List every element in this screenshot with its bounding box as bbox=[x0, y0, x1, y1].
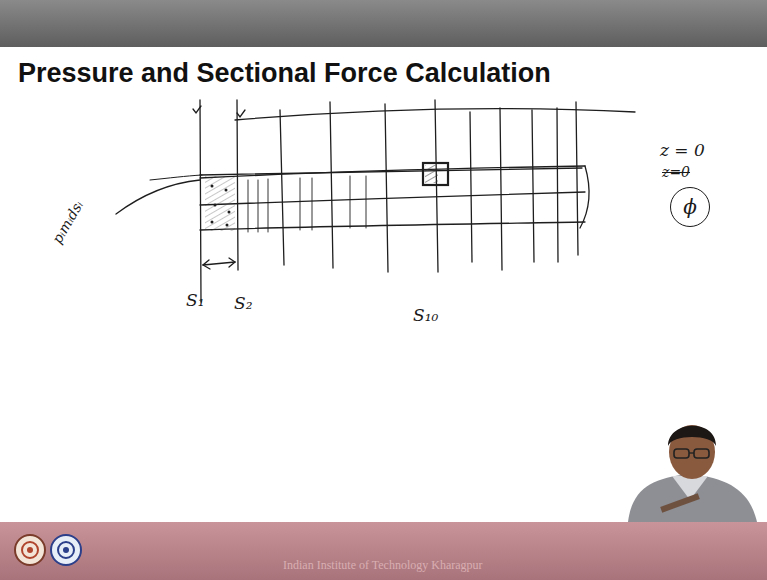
symbol-text: ϕ bbox=[683, 195, 697, 219]
struck-note: z=0 bbox=[662, 164, 690, 180]
circled-symbol: ϕ bbox=[670, 187, 710, 227]
footer-text: Indian Institute of Technology Kharagpur bbox=[283, 558, 483, 573]
axis-note: z = 0 bbox=[660, 140, 705, 160]
section-label: S₁₀ bbox=[413, 305, 438, 325]
section-label: S₁ bbox=[186, 290, 204, 310]
slide-title: Pressure and Sectional Force Calculation bbox=[18, 58, 551, 89]
section-label: S₂ bbox=[234, 293, 252, 313]
pressure-term: pᵢmᵢdsᵢ bbox=[49, 198, 86, 247]
